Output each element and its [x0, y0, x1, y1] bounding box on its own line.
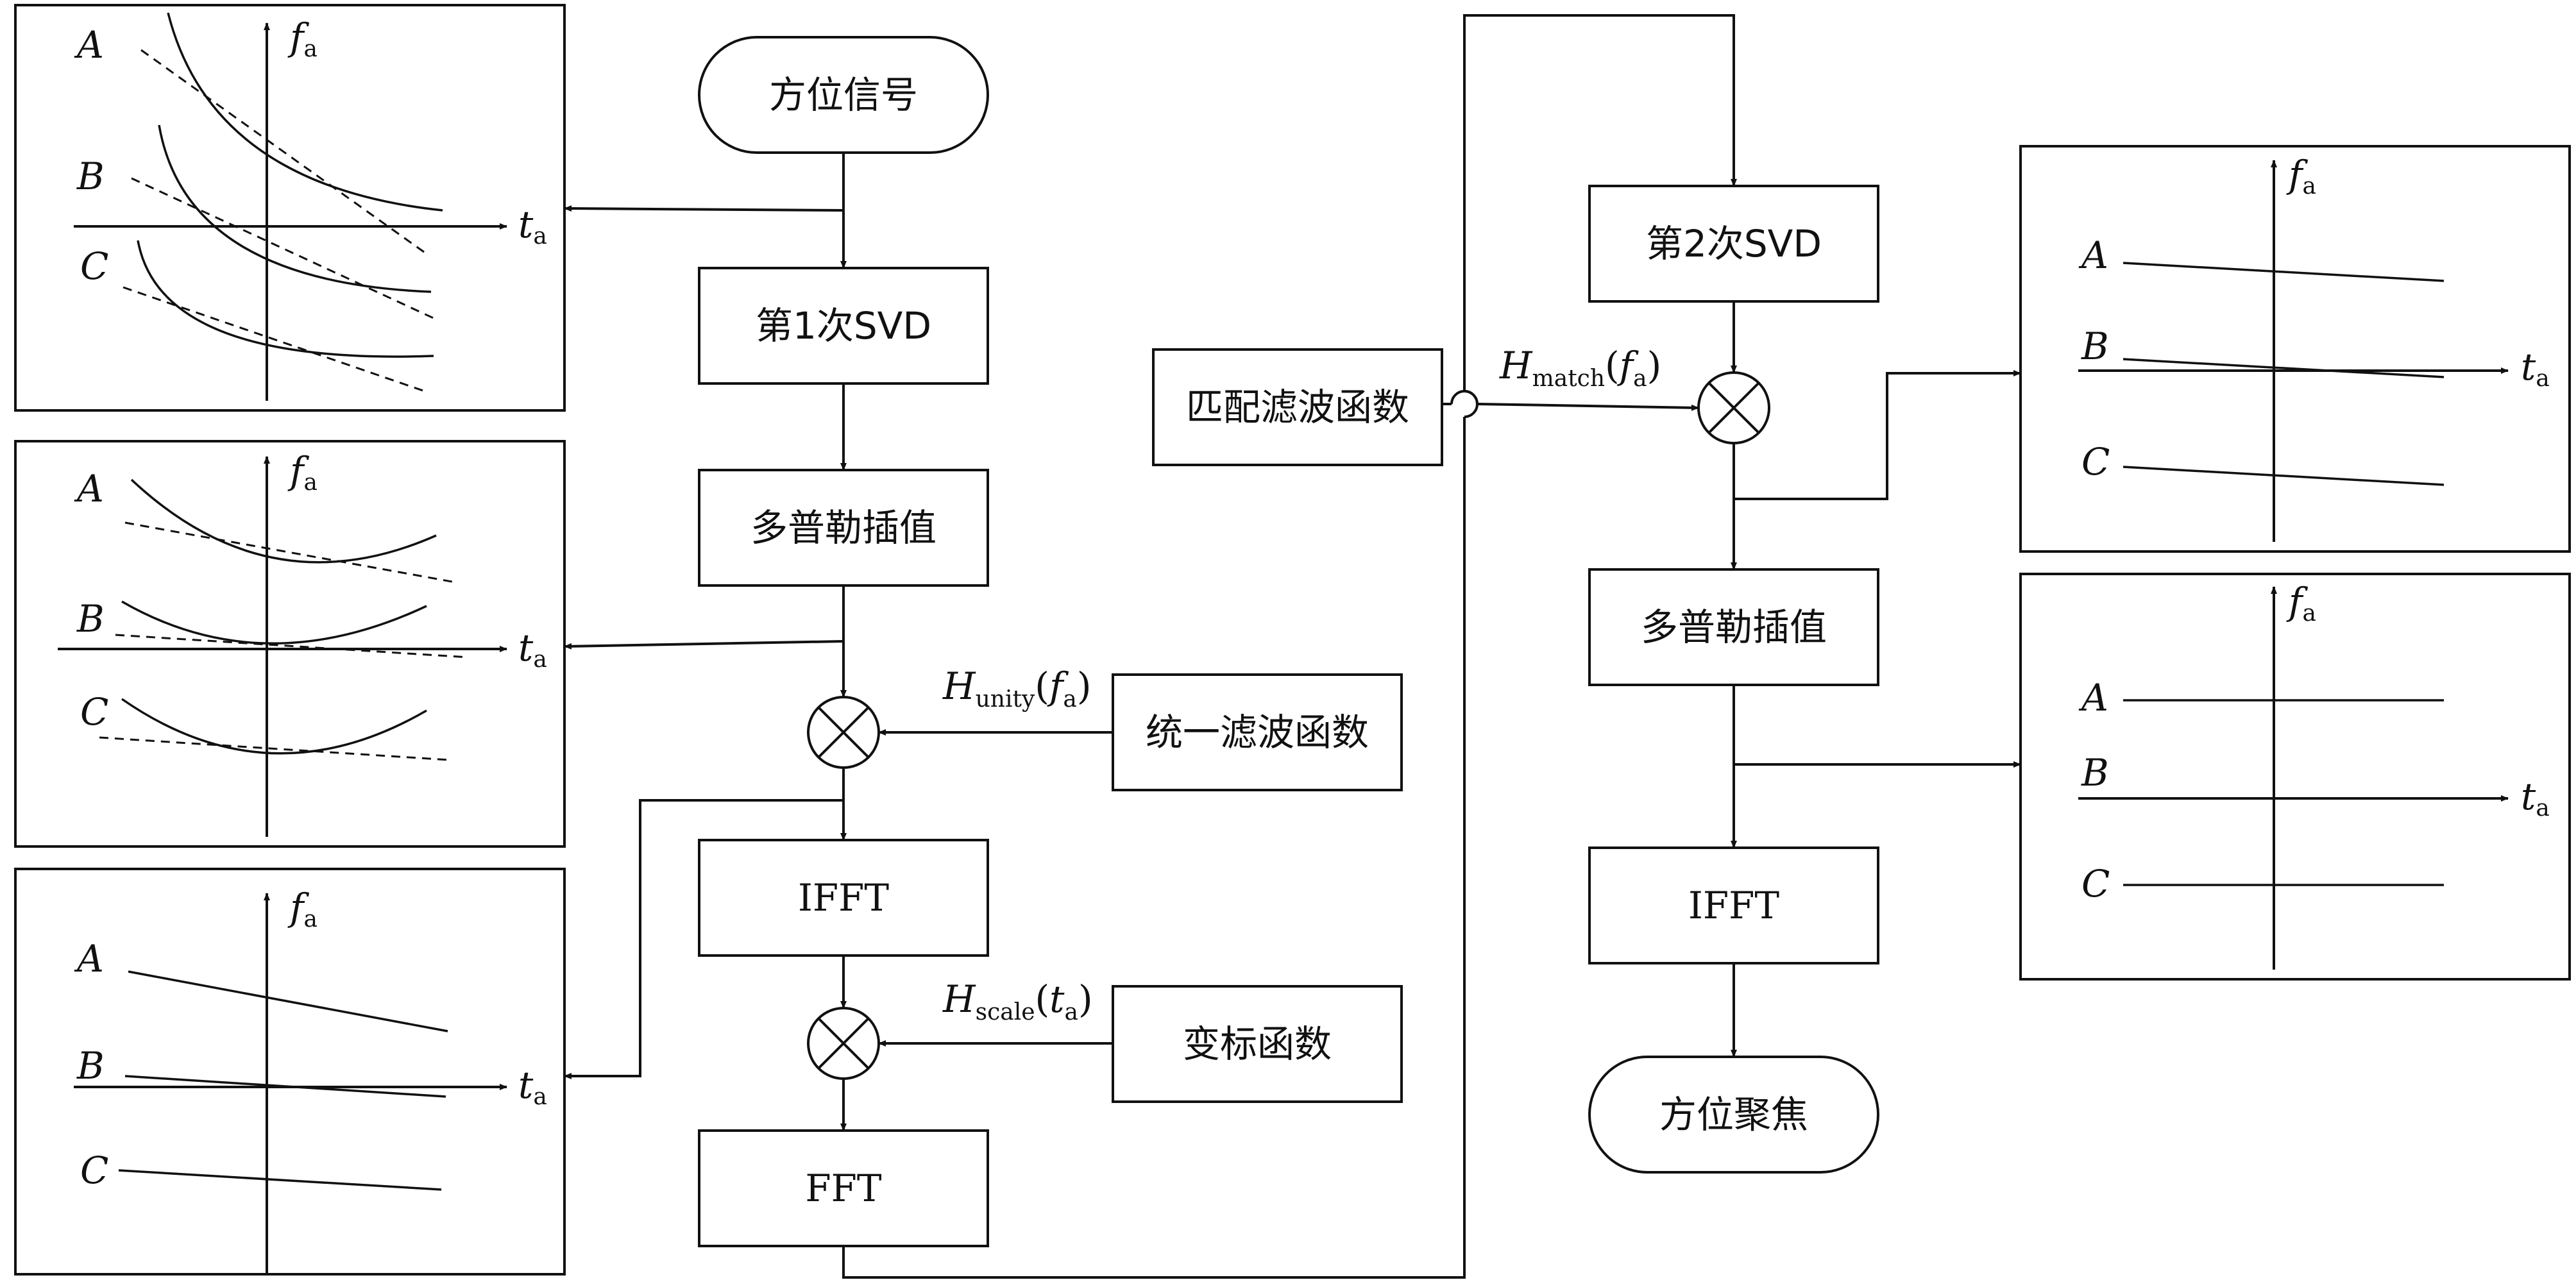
plot5-t-label: ta — [2521, 775, 2550, 821]
plot1-target-c: C — [80, 244, 108, 288]
plot4-f-label: fa — [2286, 153, 2316, 199]
plot3-target-c: C — [80, 1149, 108, 1192]
plot4-line-b — [2123, 358, 2445, 378]
flow-start: 方位信号 — [698, 36, 989, 154]
flow-svd1: 第1次SVD — [698, 267, 989, 385]
plot4-line-c — [2123, 466, 2445, 486]
plot2-target-c: C — [80, 690, 108, 734]
svg-text:第1次SVD: 第1次SVD — [756, 304, 931, 348]
plot-panel-5: fa ta A B C — [2019, 573, 2571, 981]
plot2-dash-b — [115, 634, 469, 659]
flow-wires — [564, 14, 2021, 1279]
plot2-target-b: B — [76, 597, 105, 641]
plot2-curve-b — [121, 600, 427, 645]
plot4-t-label: ta — [2521, 345, 2550, 392]
plot1-dash-c — [123, 286, 425, 392]
plot1-curve-b — [158, 124, 432, 293]
plot1-curve-c — [137, 240, 434, 358]
plot2-dash-c — [99, 736, 450, 761]
flow-end: 方位聚焦 — [1588, 1056, 1879, 1174]
svg-text:多普勒插值: 多普勒插值 — [1641, 605, 1827, 649]
plot2-target-a: A — [74, 467, 104, 510]
svg-text:统一滤波函数: 统一滤波函数 — [1146, 711, 1369, 754]
plot2-t-label: ta — [518, 626, 547, 673]
plot5-target-c: C — [2081, 862, 2110, 905]
plot3-line-c — [118, 1169, 442, 1191]
plot3-t-label: ta — [518, 1063, 547, 1110]
svg-text:FFT: FFT — [805, 1166, 881, 1210]
plot5-target-a: A — [2078, 676, 2108, 720]
label-h-match: Hmatch(fa) — [1499, 344, 1661, 392]
plot1-dash-b — [131, 177, 437, 321]
flow-doppler2: 多普勒插值 — [1588, 568, 1879, 686]
plot3-line-a — [128, 970, 448, 1032]
plot1-t-label: ta — [518, 203, 547, 249]
plot1-target-a: A — [74, 23, 104, 67]
plot-panel-2: fa ta A B C — [14, 440, 566, 848]
plot-panel-1: fa ta A B C — [14, 4, 566, 412]
plot4-target-b: B — [2081, 324, 2109, 368]
function-scale: 变标函数 — [1112, 985, 1403, 1103]
plot4-target-c: C — [2081, 440, 2110, 484]
svg-text:方位信号: 方位信号 — [769, 73, 918, 117]
plot1-dash-a — [140, 49, 429, 257]
multiplier-scale — [807, 1007, 880, 1080]
plot2-curve-c — [121, 698, 427, 755]
svg-text:方位聚焦: 方位聚焦 — [1659, 1093, 1808, 1136]
plot-panel-4: fa ta A B C — [2019, 145, 2571, 553]
svg-text:第2次SVD: 第2次SVD — [1646, 222, 1822, 265]
flow-ifft2: IFFT — [1588, 846, 1879, 964]
plot-panel-3: fa ta A B C — [14, 868, 566, 1276]
plot3-line-b — [124, 1075, 446, 1098]
plot1-target-b: B — [76, 155, 105, 198]
flow-svd2: 第2次SVD — [1588, 185, 1879, 303]
svg-text:匹配滤波函数: 匹配滤波函数 — [1186, 385, 1409, 429]
svg-text:多普勒插值: 多普勒插值 — [750, 506, 936, 550]
svg-text:IFFT: IFFT — [798, 876, 889, 920]
flow-doppler1: 多普勒插值 — [698, 469, 989, 587]
plot2-dash-a — [124, 521, 456, 584]
multiplier-unity — [807, 696, 880, 769]
svg-text:IFFT: IFFT — [1688, 884, 1779, 927]
plot1-curve-a — [167, 12, 443, 212]
plot4-line-a — [2123, 262, 2445, 282]
plot4-target-a: A — [2078, 233, 2108, 277]
flow-ifft1: IFFT — [698, 839, 989, 957]
label-h-scale: Hscale(ta) — [942, 977, 1093, 1025]
plot5-target-b: B — [2081, 751, 2109, 795]
function-match: 匹配滤波函数 — [1152, 348, 1443, 466]
multiplier-match — [1697, 371, 1770, 444]
flow-fft1: FFT — [698, 1129, 989, 1247]
svg-text:变标函数: 变标函数 — [1183, 1022, 1332, 1066]
plot3-target-a: A — [74, 937, 104, 981]
plot2-curve-a — [130, 478, 437, 564]
plot3-target-b: B — [76, 1044, 105, 1088]
label-h-unity: Hunity(fa) — [942, 664, 1092, 712]
function-unity: 统一滤波函数 — [1112, 673, 1403, 791]
